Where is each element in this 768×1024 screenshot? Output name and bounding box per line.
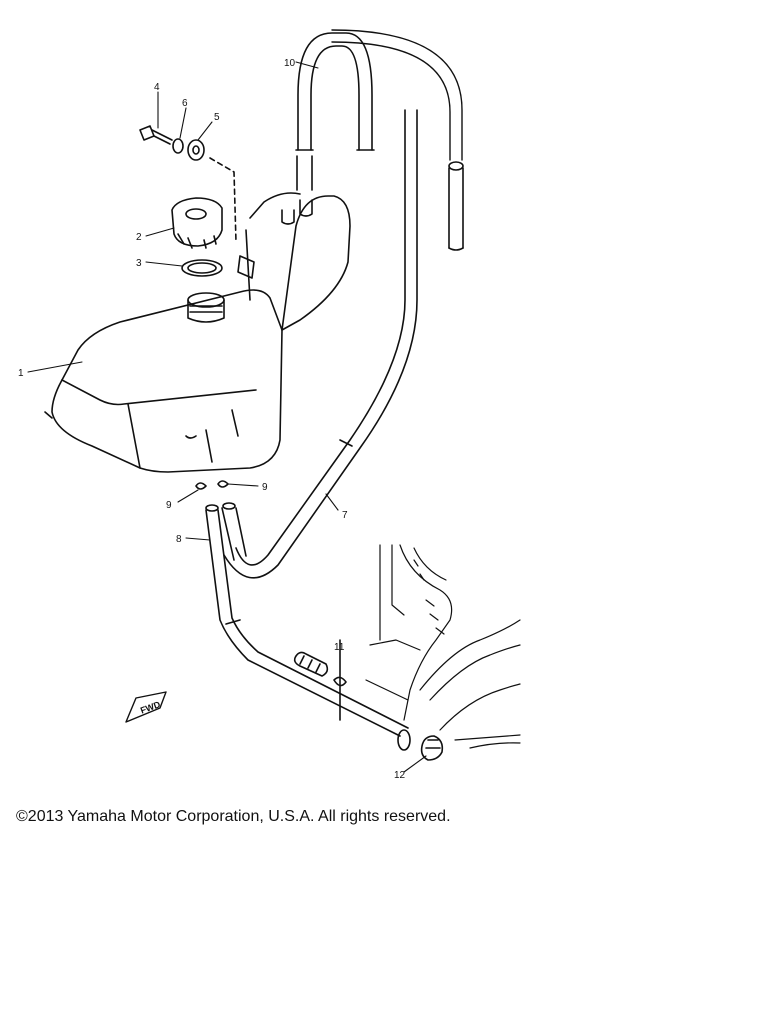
copyright-notice: ©2013 Yamaha Motor Corporation, U.S.A. A… <box>16 808 451 825</box>
oil-tank-parts-diagram: 1 2 3 4 5 6 7 8 9 9 10 11 12 FWD <box>18 29 521 781</box>
callout-3: 3 <box>136 258 142 269</box>
overflow-hose <box>223 109 418 579</box>
callout-4: 4 <box>154 82 160 93</box>
callout-9-left: 9 <box>166 500 172 511</box>
callout-2: 2 <box>136 232 142 243</box>
gasket <box>181 259 223 277</box>
fwd-arrow-icon <box>125 691 167 723</box>
grommet <box>187 139 205 161</box>
washer <box>172 138 184 154</box>
filler-cap <box>171 197 223 249</box>
callout-8: 8 <box>176 534 182 545</box>
fwd-label: FWD <box>139 699 162 716</box>
callout-7: 7 <box>342 510 348 521</box>
filler-neck <box>187 292 225 323</box>
hose-clip <box>195 480 229 490</box>
callout-9-right: 9 <box>262 482 268 493</box>
engine-case <box>365 544 521 749</box>
callout-1: 1 <box>18 368 24 379</box>
oil-tank <box>44 192 351 473</box>
callout-11: 11 <box>334 642 345 653</box>
breather-hose <box>295 29 464 251</box>
mounting-leader <box>209 157 237 243</box>
bolt <box>139 125 173 145</box>
callout-5: 5 <box>214 112 220 123</box>
callout-labels: 1 2 3 4 5 6 7 8 9 9 10 11 12 FWD <box>18 58 406 781</box>
callout-10: 10 <box>284 58 296 69</box>
leader-lines <box>27 61 427 773</box>
union-bolt <box>293 639 347 721</box>
callout-12: 12 <box>394 770 406 781</box>
outlet-hose <box>205 502 411 751</box>
callout-6: 6 <box>182 98 188 109</box>
